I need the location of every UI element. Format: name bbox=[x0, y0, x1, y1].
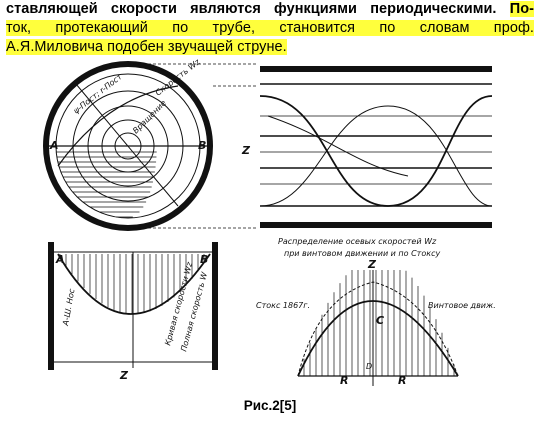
parabola-left bbox=[57, 253, 211, 315]
figure-svg: A B ψ-Пост; r-Пост Вращение Скорость Wz … bbox=[43, 57, 496, 387]
panel-hatching bbox=[59, 254, 205, 314]
distribution-subtitle: при винтовом движении и по Стоксу bbox=[284, 249, 440, 258]
label-velocity: Скорость Wz bbox=[154, 57, 202, 98]
spiral-curve bbox=[57, 85, 179, 167]
text-line-1-plain: ставляющей скорости являются функциями п… bbox=[6, 1, 497, 17]
diagonal-line bbox=[75, 83, 179, 207]
label-Z-pipe: Z bbox=[241, 144, 251, 157]
label-B-panel: B bbox=[200, 253, 208, 266]
distribution-title: Распределение осевых скоростей Wz bbox=[278, 237, 437, 246]
label-Z-dist: Z bbox=[367, 258, 377, 271]
label-A-panel: A bbox=[55, 253, 65, 266]
text-line-1: ставляющей скорости являются функциями п… bbox=[6, 0, 534, 19]
text-line-2-highlight: ток, протекающий по трубе, становится по… bbox=[6, 20, 534, 36]
pipe-stream-lines bbox=[260, 83, 492, 207]
helix-curve-1 bbox=[259, 95, 493, 207]
pipe-wall-top bbox=[260, 66, 492, 72]
distribution-panel: Распределение осевых скоростей Wz при ви… bbox=[256, 237, 496, 387]
body-text: ставляющей скорости являются функциями п… bbox=[6, 0, 534, 57]
cross-section-circle: A B ψ-Пост; r-Пост Вращение Скорость Wz bbox=[43, 57, 213, 231]
label-left-1: A-Ш. Нос bbox=[61, 287, 77, 327]
label-D: D bbox=[366, 362, 372, 371]
circle-hatching bbox=[56, 151, 157, 218]
pipe-longitudinal: Z bbox=[241, 66, 493, 228]
figure-pipe-flow: A B ψ-Пост; r-Пост Вращение Скорость Wz … bbox=[28, 56, 508, 391]
label-A-top: A bbox=[49, 139, 59, 152]
text-line-3: А.Я.Миловича подобен звучащей струне. bbox=[6, 38, 534, 57]
text-line-1-highlight: По- bbox=[509, 1, 534, 17]
figure-caption: Рис.2[5] bbox=[243, 398, 297, 413]
label-C: C bbox=[376, 314, 384, 327]
label-B-top: B bbox=[198, 139, 206, 152]
label-rotation: Вращение bbox=[131, 98, 168, 135]
helix-curve-3 bbox=[267, 115, 409, 177]
label-R-right: R bbox=[398, 374, 406, 387]
helix-curve-2 bbox=[259, 105, 493, 207]
velocity-panel-left: A B Z A-Ш. Нос Кривая скорости Wz Полная… bbox=[48, 242, 218, 382]
text-line-3-highlight: А.Я.Миловича подобен звучащей струне. bbox=[6, 39, 287, 55]
label-stokes: Стокс 1867г. bbox=[256, 301, 310, 310]
guide-lines bbox=[128, 63, 258, 229]
panel-wall-right bbox=[212, 242, 218, 370]
text-line-2: ток, протекающий по трубе, становится по… bbox=[6, 19, 534, 38]
label-helical: Винтовое движ. bbox=[428, 301, 496, 310]
label-R-left: R bbox=[340, 374, 348, 387]
label-Z-panel: Z bbox=[119, 369, 129, 382]
panel-wall-left bbox=[48, 242, 54, 370]
pipe-wall-bottom bbox=[260, 222, 492, 228]
